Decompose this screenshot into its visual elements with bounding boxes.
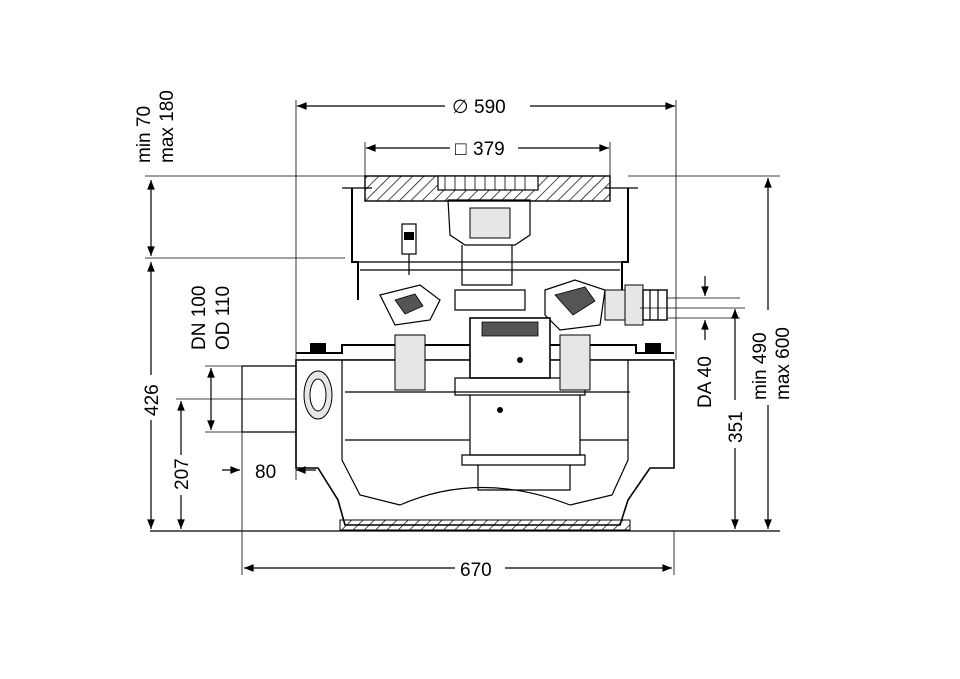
total-height-value: 426	[142, 384, 163, 416]
inlet-nominal: DN 100	[189, 286, 210, 350]
outer-diameter-value: 590	[474, 97, 506, 118]
outer-diameter-symbol: ∅	[452, 97, 469, 118]
inlet-outer: OD 110	[213, 286, 234, 350]
depth-max: max 600	[773, 327, 794, 400]
cover-size-value: 379	[473, 139, 505, 160]
float-switch	[379, 223, 441, 326]
depth-min: min 490	[750, 332, 771, 400]
inlet-offset-value: 80	[255, 462, 276, 483]
total-width-value: 670	[460, 560, 492, 581]
cover-adjust-max: max 180	[157, 90, 178, 163]
dimension-lines	[145, 100, 780, 575]
cover-adjust-min: min 70	[134, 106, 155, 163]
riser-pipe	[447, 199, 531, 311]
pump-unit	[394, 317, 591, 491]
check-valve	[544, 279, 668, 331]
cover-grate	[342, 175, 638, 202]
tank-body	[295, 359, 675, 531]
upper-shaft	[351, 188, 629, 300]
cover-size-symbol: □	[455, 139, 467, 160]
outlet-label: DA 40	[695, 356, 716, 408]
outlet-height-value: 351	[726, 411, 747, 443]
inlet-height-value: 207	[172, 458, 193, 490]
lifting-station-section	[150, 175, 780, 532]
dimension-labels: ∅ 590 □ 379 min 70 max 180 426 207 DN 10…	[134, 90, 794, 581]
